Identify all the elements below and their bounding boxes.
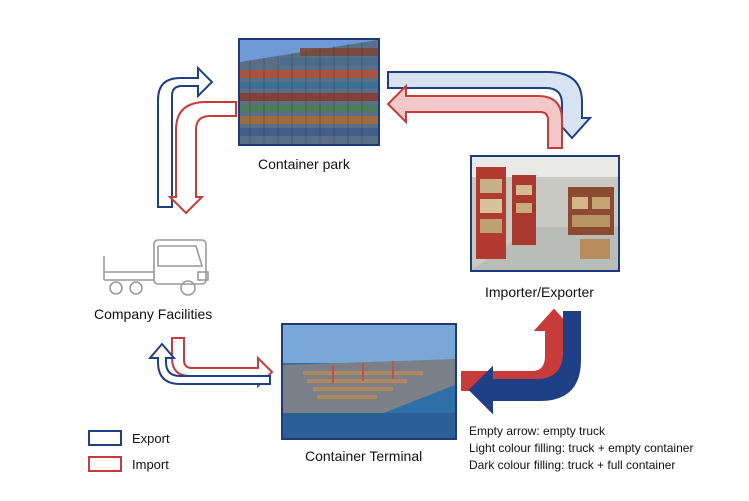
truck-icon (103, 239, 209, 296)
note-dark-filling: Dark colour filling: truck + full contai… (469, 458, 676, 472)
container-stacks-illustration (240, 40, 378, 144)
note-empty-arrow: Empty arrow: empty truck (469, 424, 606, 438)
legend-import-swatch (88, 456, 122, 472)
legend-import-label: Import (132, 457, 169, 472)
warehouse-image (470, 155, 620, 272)
import-arrow-importer-to-park (386, 83, 563, 149)
container-terminal-label: Container Terminal (305, 448, 423, 464)
note-light-filling: Light colour filling: truck + empty cont… (469, 441, 694, 455)
company-facilities-label: Company Facilities (94, 306, 213, 322)
export-arrow-company-to-park (157, 65, 214, 208)
legend-export-label: Export (132, 431, 170, 446)
container-park-image (238, 38, 380, 146)
warehouse-illustration (472, 157, 618, 270)
container-terminal-image (281, 323, 457, 440)
container-park-label: Container park (258, 156, 350, 172)
export-arrow-importer-to-terminal (468, 311, 581, 415)
import-arrow-park-to-company (167, 101, 237, 215)
port-illustration (283, 325, 455, 438)
export-arrow-terminal-to-company (147, 342, 271, 385)
importer-exporter-label: Importer/Exporter (485, 284, 594, 300)
legend-export-swatch (88, 430, 122, 446)
